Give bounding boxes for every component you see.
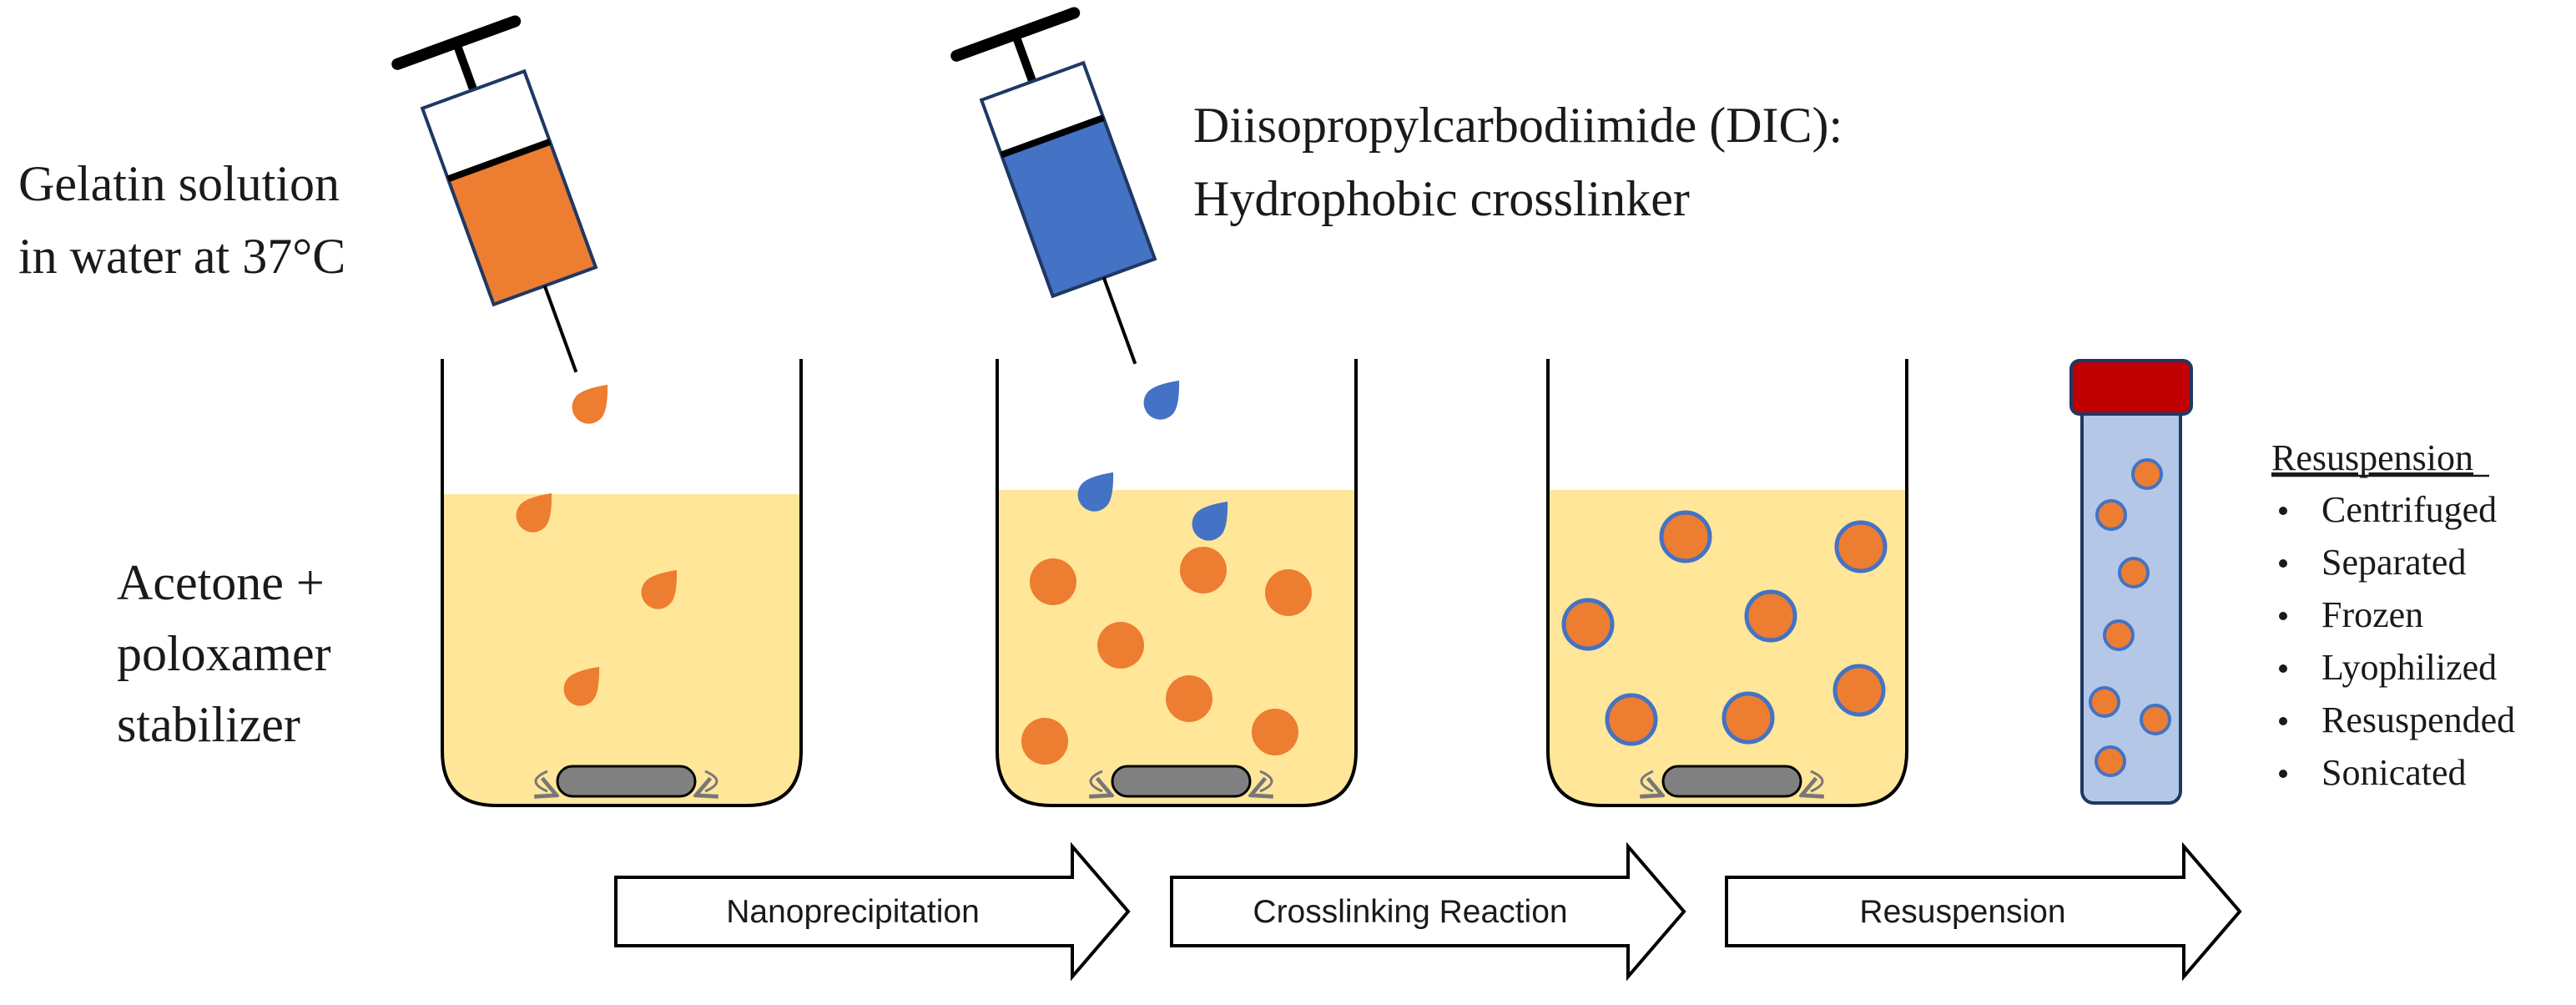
resuspended-nanoparticles — [2089, 458, 2171, 777]
stir-arrow-right-icon — [1811, 770, 1822, 791]
dic-label-line1: Diisopropylcarbodiimide (DIC): — [1193, 98, 1843, 153]
resuspension-list-item: Separated — [2321, 542, 2466, 583]
bullet-icon — [2279, 717, 2287, 725]
gelatin-syringe — [391, 15, 598, 373]
dic-label-line2: Hydrophobic crosslinker — [1193, 171, 1690, 226]
stir-arrow-right-icon — [705, 770, 717, 791]
acetone-label: Acetone + poloxamer stabilizer — [117, 555, 331, 752]
resuspension-list-item: Centrifuged — [2321, 489, 2497, 530]
gelatin-label-line2: in water at 37°C — [18, 229, 345, 284]
gelatin-label-line1: Gelatin solution — [18, 156, 340, 211]
step-label-nanoprecipitation: Nanoprecipitation — [726, 894, 980, 930]
dic-droplets — [1077, 380, 1228, 541]
tube-cap — [2069, 359, 2193, 416]
step-arrow-resuspension: Resuspension — [1725, 841, 2242, 982]
resuspension-list: Resuspension CentrifugedSeparatedFrozenL… — [2271, 437, 2515, 793]
gelatin-droplets — [516, 384, 678, 706]
dic-label: Diisopropylcarbodiimide (DIC): Hydrophob… — [1193, 98, 1843, 226]
resuspension-list-items: CentrifugedSeparatedFrozenLyophilizedRes… — [2279, 489, 2515, 793]
acetone-label-line1: Acetone + — [117, 555, 325, 610]
tube-body — [2080, 399, 2182, 805]
resuspension-list-item: Sonicated — [2321, 752, 2467, 793]
acetone-label-line2: poloxamer — [117, 626, 331, 681]
step-label-resuspension: Resuspension — [1859, 894, 2065, 930]
step-arrow-crosslinking: Crosslinking Reaction — [1170, 841, 1686, 982]
beaker-crosslinked — [1546, 359, 1908, 807]
crosslinked-nanoparticles — [1561, 510, 1888, 746]
acetone-solution — [442, 494, 801, 806]
acetone-label-line3: stabilizer — [117, 697, 300, 752]
resuspension-list-heading: Resuspension — [2271, 437, 2473, 478]
bullet-icon — [2279, 507, 2287, 515]
stir-bar — [556, 765, 697, 798]
gelatin-nanoparticles — [1021, 547, 1312, 765]
stir-arrow-left-icon — [1641, 770, 1653, 791]
stir-arrow-right-icon — [1260, 770, 1272, 791]
resuspension-list-item: Resuspended — [2321, 699, 2515, 740]
resuspension-tube — [2069, 359, 2193, 805]
bullet-icon — [2279, 664, 2287, 673]
step-label-crosslinking: Crosslinking Reaction — [1253, 894, 1567, 930]
stir-arrow-left-icon — [1091, 770, 1102, 791]
gelatin-label: Gelatin solution in water at 37°C — [18, 156, 345, 284]
step-arrow-nanoprecipitation: Nanoprecipitation — [614, 841, 1131, 982]
resuspension-list-item: Frozen — [2321, 594, 2423, 635]
stir-bar — [1111, 765, 1252, 798]
stir-bar — [1661, 765, 1802, 798]
bullet-icon — [2279, 612, 2287, 620]
dic-syringe — [950, 7, 1157, 365]
bullet-icon — [2279, 770, 2287, 778]
stir-arrow-left-icon — [536, 770, 547, 791]
resuspension-list-item: Lyophilized — [2321, 647, 2497, 688]
bullet-icon — [2279, 559, 2287, 568]
beaker-nanoprecipitation — [441, 359, 803, 807]
beaker-crosslinking — [996, 359, 1358, 807]
